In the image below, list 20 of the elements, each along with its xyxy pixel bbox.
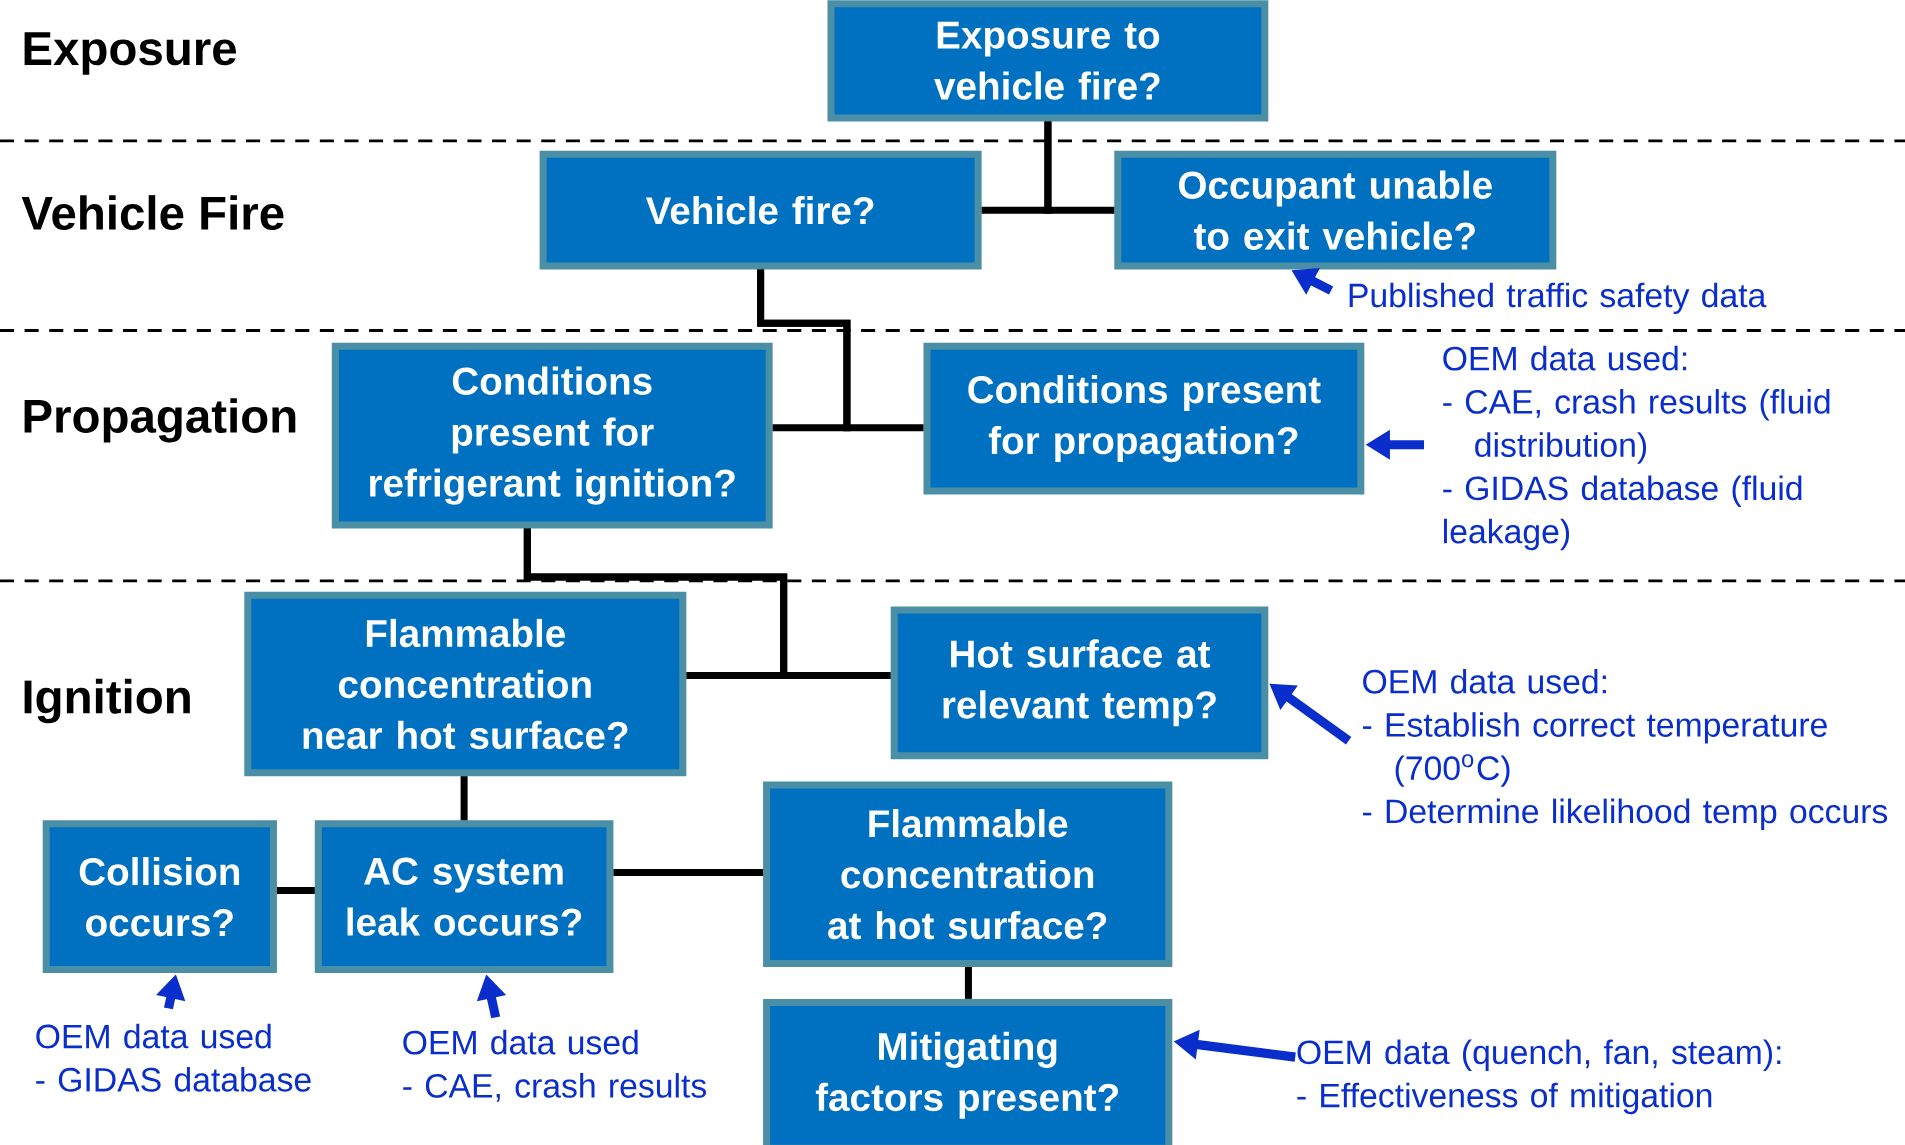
annotation-text: OEM data used - CAE, crash results <box>403 1029 707 1102</box>
question-box: Vehicle fire? <box>539 150 982 270</box>
question-box: Exposure to vehicle fire? <box>827 0 1269 122</box>
question-box: Hot surface at relevant temp? <box>890 606 1269 760</box>
question-box: Conditions present for propagation? <box>923 342 1365 495</box>
section-label: Exposure <box>24 32 236 75</box>
section-label: Ignition <box>24 678 190 724</box>
annotation-text: OEM data (quench, fan, steam): - Effectiveness of mitigation <box>1297 1039 1781 1115</box>
annotation-text: OEM data used: - Establish correct temperature (700$^{o}$C) - Determine likelihood temp occurs <box>1363 668 1888 831</box>
annotation-text: OEM data used: - CAE, crash results (fluid distribution) - GIDAS database (fluid leakage) <box>1443 345 1830 551</box>
question-box: Flammable concentration near hot surface? <box>244 591 687 777</box>
question-box: Occupant unable to exit vehicle? <box>1114 150 1557 270</box>
annotation-text: Published traffic safety data <box>1349 282 1767 315</box>
question-box: Flammable concentration at hot surface? <box>763 781 1173 967</box>
question-box: AC system leak occurs? <box>314 820 614 974</box>
section-label: Vehicle Fire <box>21 195 284 230</box>
question-box: Mitigating factors present? <box>763 998 1173 1145</box>
annotation-text: OEM data used - GIDAS database <box>36 1023 311 1092</box>
question-box: Collision occurs? <box>42 820 277 974</box>
question-box: Conditions present for refrigerant ignition? <box>331 342 773 529</box>
